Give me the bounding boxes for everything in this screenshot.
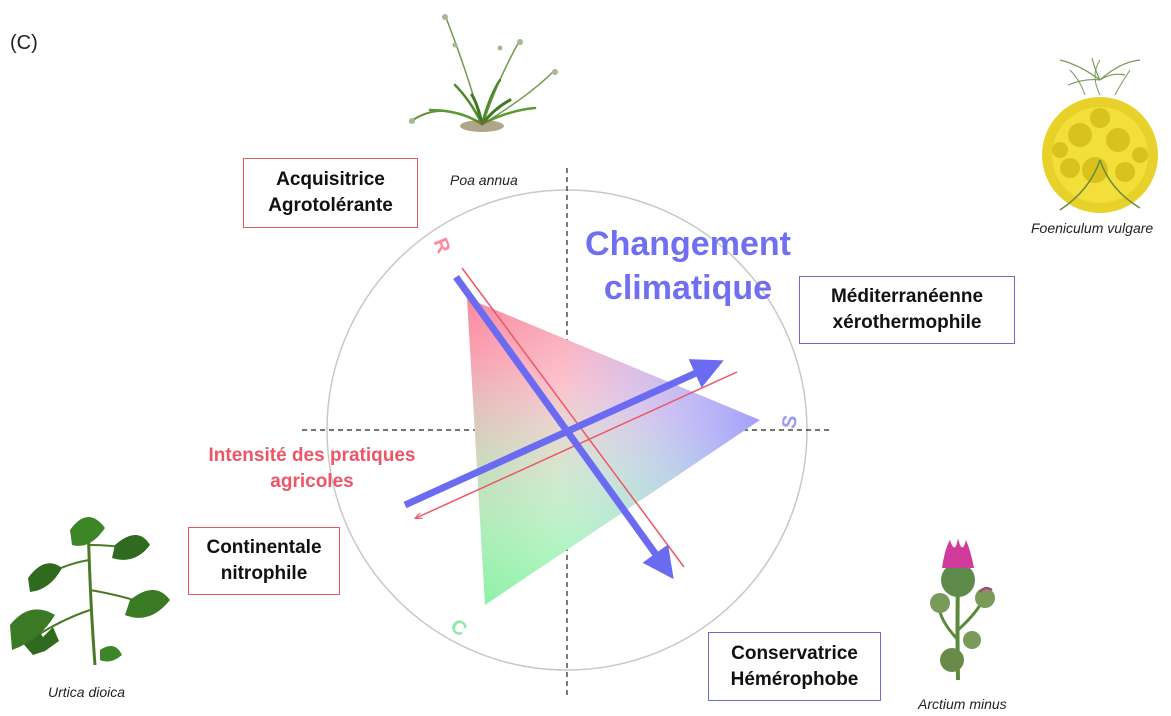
- box-continentale-line1: Continentale: [206, 537, 322, 558]
- poa-annua-icon: [409, 14, 558, 132]
- agricultural-intensity-line1: Intensité des pratiques: [208, 445, 416, 466]
- caption-urtica-dioica: Urtica dioica: [48, 684, 126, 700]
- box-acquisitrice: Acquisitrice Agrotolérante: [243, 158, 418, 228]
- urtica-dioica-icon: [10, 516, 170, 666]
- box-acquisitrice-line2: Agrotolérante: [268, 195, 393, 216]
- box-conservatrice-line2: Hémérophobe: [730, 668, 859, 690]
- box-conservatrice: Conservatrice Hémérophobe: [708, 632, 881, 701]
- box-mediterraneenne-line2: xérothermophile: [832, 312, 982, 333]
- box-continentale-line2: nitrophile: [220, 563, 308, 584]
- blue-arrow-diagonal: [453, 274, 674, 580]
- panel-label: (C): [10, 32, 38, 54]
- climate-change-line1: Changement: [585, 225, 791, 263]
- box-acquisitrice-line1: Acquisitrice: [276, 169, 385, 190]
- climate-change-label: Changement climatique: [568, 222, 808, 310]
- box-conservatrice-line1: Conservatrice: [731, 642, 858, 664]
- red-arrow-diagonal: [461, 267, 685, 568]
- box-continentale: Continentale nitrophile: [188, 527, 340, 595]
- csr-triangle: [467, 298, 760, 605]
- caption-poa-annua: Poa annua: [450, 172, 518, 188]
- vertex-c-label: C: [446, 615, 470, 641]
- box-mediterraneenne: Méditerranéenne xérothermophile: [799, 276, 1015, 344]
- box-mediterraneenne-line1: Méditerranéenne: [830, 286, 984, 307]
- vertex-r-label: R: [429, 235, 455, 257]
- vertex-s-label: S: [778, 413, 802, 430]
- blue-arrow-climate: [403, 359, 724, 509]
- caption-arctium-minus: Arctium minus: [918, 696, 1007, 712]
- arctium-minus-icon: [930, 538, 995, 681]
- climate-change-line2: climatique: [603, 269, 773, 307]
- agricultural-intensity-line2: agricoles: [270, 471, 354, 492]
- foeniculum-vulgare-icon: [1042, 57, 1158, 213]
- caption-foeniculum-vulgare: Foeniculum vulgare: [1031, 220, 1154, 236]
- agricultural-intensity-label: Intensité des pratiques agricoles: [192, 443, 432, 495]
